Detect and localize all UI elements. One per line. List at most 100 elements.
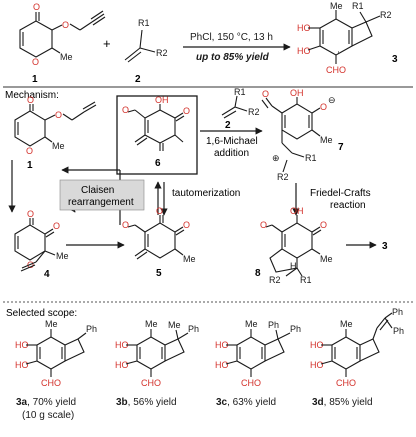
scope-3c-yield: , 63% yield [227,397,276,408]
atom-me: Me [56,251,69,261]
atom-ho: HO [215,340,229,350]
compound-8: O OH O Me R2 R1 8 H [255,206,333,285]
compound-label-4: 4 [44,269,50,280]
atom-r1: R1 [305,153,317,163]
scope-compound-3c: Me Ph Ph HO HO CHO 3c, 63% yield [215,319,301,408]
atom-ho: HO [15,360,29,370]
compound-3-top: Me R1 R2 HO HO CHO 3 [297,1,398,75]
compound-label-5: 5 [156,268,162,279]
atom-cho: CHO [41,378,61,388]
compound-1-top: O O O Me 1 [19,2,106,85]
atom-o: O [122,105,129,115]
compound-label-6: 6 [155,158,161,169]
scope-3c-id: 3c [216,397,228,408]
compound-label-1: 1 [27,160,33,171]
scope-3a-id: 3a [16,397,28,408]
scope-title: Selected scope: [6,308,77,319]
atom-oh: OH [290,206,304,216]
atom-r2: R2 [277,172,289,182]
atom-me: Me [183,254,196,264]
atom-me: Me [245,319,258,329]
michael-label-2: addition [214,148,249,159]
atom-me: Me [45,319,58,329]
claisen-box [59,179,145,211]
atom-r1: R1 [352,1,364,11]
michael-label-1: 1,6-Michael [206,136,258,147]
atom-h: H [290,261,297,271]
atom-o: O [32,57,39,67]
compound-label-2: 2 [225,120,231,131]
atom-o: O [156,206,163,216]
atom-ph: Ph [290,324,301,334]
scope-3b-yield: , 56% yield [128,397,177,408]
atom-oh: OH [290,88,304,98]
svg-text:3a, 70% yield: 3a, 70% yield [16,397,76,408]
atom-o: O [183,220,190,230]
atom-oh: OH [155,95,169,105]
atom-cho: CHO [241,378,261,388]
atom-r2: R2 [248,107,260,117]
atom-cho: CHO [336,378,356,388]
fc-label-1: Friedel-Crafts [310,188,371,199]
atom-ho: HO [15,340,29,350]
atom-ph: Ph [86,324,97,334]
atom-me: Me [320,254,333,264]
atom-o: O [26,146,33,156]
atom-ho: HO [115,360,129,370]
atom-o: O [55,110,62,120]
atom-oh: HO [297,23,311,33]
atom-o: O [320,220,327,230]
atom-ph: Ph [268,320,279,330]
atom-me: Me [52,141,65,151]
atom-r1: R1 [138,18,150,28]
atom-ho: HO [310,340,324,350]
claisen-label-2: rearrangement [68,197,134,208]
atom-me: Me [320,135,333,145]
atom-ho: HO [215,360,229,370]
mechanism-title: Mechanism: [5,90,59,101]
atom-o: O [27,209,34,219]
compound-label-7: 7 [338,142,344,153]
yield-note: up to 85% yield [196,52,270,63]
atom-cho: CHO [326,65,346,75]
atom-o: O [260,220,267,230]
scope-compound-3a: Me Ph HO HO CHO 3a, 70% yield (10 g scal… [15,319,97,421]
atom-me: Me [168,320,181,330]
scope-compound-3b: Me Me Ph HO HO CHO 3b, 56% yield [115,319,199,408]
scope-3b-id: 3b [116,397,128,408]
compound-7: O OH O ⊖ Me ⊕ R1 R2 7 [261,88,344,182]
atom-r2: R2 [156,48,168,58]
atom-ph: Ph [393,326,404,336]
atom-o: O [183,106,190,116]
atom-r1: R1 [234,87,246,97]
atom-o: O [262,89,269,99]
minus-charge: ⊖ [328,95,336,105]
compound-label-3: 3 [392,54,398,65]
compound-label-1: 1 [32,74,38,85]
compound-label-2: 2 [135,74,141,85]
atom-o: O [62,20,69,30]
svg-text:3b, 56% yield: 3b, 56% yield [116,397,177,408]
scope-3d-yield: , 85% yield [324,397,373,408]
atom-ho: HO [115,340,129,350]
atom-o: O [27,260,34,270]
fc-label-2: reaction [330,200,366,211]
compound-1-mech: O O O Me 1 [14,95,97,171]
tautomerization-label: tautomerization [172,188,240,199]
atom-me: Me [60,52,73,62]
atom-o: O [27,95,34,105]
compound-2-top: R1 R2 2 [124,18,168,85]
atom-r2: R2 [380,10,392,20]
scope-3a-note: (10 g scale) [22,410,74,421]
atom-me: Me [340,319,353,329]
scope-3a-yield: , 70% yield [27,397,76,408]
plus-sign: + [103,36,111,51]
atom-r1: R1 [300,275,312,285]
plus-charge: ⊕ [272,153,280,163]
atom-cho: CHO [141,378,161,388]
compound-6: O OH O 6 [122,95,190,169]
scope-3d-id: 3d [312,397,324,408]
atom-o: O [33,2,40,12]
